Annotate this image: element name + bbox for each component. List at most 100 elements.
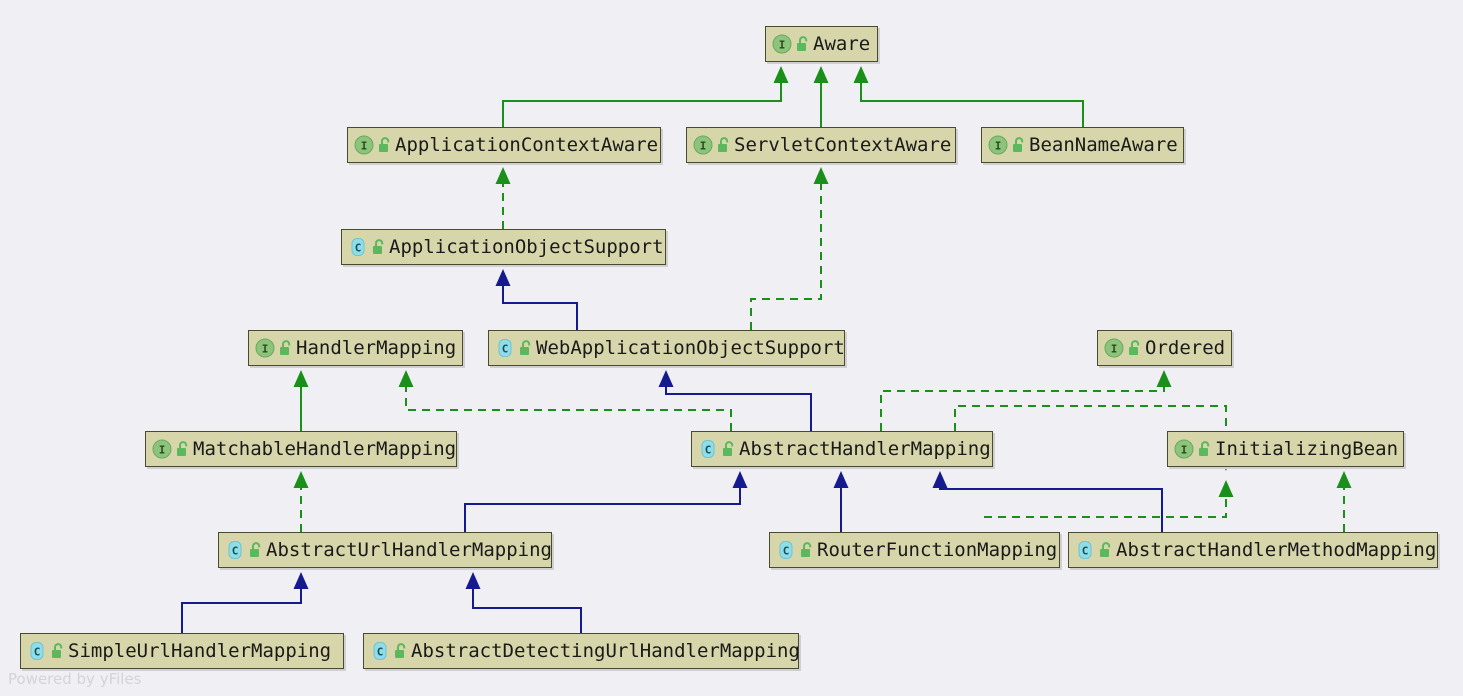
node-icon-group: I: [766, 34, 811, 54]
svg-text:C: C: [34, 646, 41, 659]
node-icon-group: I: [1098, 338, 1143, 358]
uml-node-beanNameAware[interactable]: I BeanNameAware: [981, 127, 1184, 163]
uml-node-initializingBean[interactable]: I InitializingBean: [1167, 431, 1404, 467]
unlocked-padlock-icon: [377, 136, 393, 154]
svg-text:I: I: [1181, 444, 1188, 457]
node-label: Ordered: [1145, 337, 1226, 359]
class-icon: C: [225, 540, 245, 560]
uml-node-webApplicationObjectSupport[interactable]: C WebApplicationObjectSupport: [488, 330, 845, 366]
node-label: AbstractDetectingUrlHandlerMapping: [411, 640, 799, 662]
interface-icon: I: [152, 439, 172, 459]
node-icon-group: I: [348, 135, 393, 155]
class-icon: C: [1075, 540, 1095, 560]
node-icon-group: I: [146, 439, 191, 459]
svg-text:C: C: [232, 545, 239, 558]
uml-node-ordered[interactable]: I Ordered: [1097, 330, 1232, 366]
unlocked-padlock-icon: [1197, 440, 1213, 458]
yfiles-watermark: Powered by yFiles: [8, 670, 142, 688]
node-label: AbstractHandlerMethodMapping: [1116, 539, 1437, 561]
edge-arrowhead: [293, 572, 309, 589]
uml-node-handlerMapping[interactable]: I HandlerMapping: [248, 330, 463, 366]
interface-icon: I: [772, 34, 792, 54]
node-icon-group: C: [1069, 540, 1114, 560]
unlocked-padlock-icon: [175, 440, 191, 458]
node-icon-group: C: [489, 338, 534, 358]
class-icon: C: [348, 237, 368, 257]
edge-arrowhead: [813, 167, 829, 184]
edge-arrowhead: [658, 370, 674, 387]
uml-node-aware[interactable]: I Aware: [765, 26, 878, 62]
uml-node-applicationContextAware[interactable]: I ApplicationContextAware: [347, 127, 661, 163]
unlocked-padlock-icon: [795, 35, 811, 53]
edge-abstractUrlHandlerMapping-to-abstractHandlerMapping: [464, 488, 741, 532]
uml-node-routerFunctionMapping[interactable]: C RouterFunctionMapping: [769, 532, 1060, 568]
unlocked-padlock-icon: [393, 642, 409, 660]
node-icon-group: C: [692, 439, 737, 459]
svg-text:I: I: [700, 140, 707, 153]
edge-abstractDetectingUrlHandlerMapping-to-abstractUrlHandlerMapping: [472, 589, 582, 633]
edge-arrowhead: [465, 572, 481, 589]
node-icon-group: C: [770, 540, 815, 560]
uml-node-abstractHandlerMethodMapping[interactable]: C AbstractHandlerMethodMapping: [1068, 532, 1438, 568]
unlocked-padlock-icon: [248, 541, 264, 559]
uml-node-simpleUrlHandlerMapping[interactable]: C SimpleUrlHandlerMapping: [20, 633, 344, 669]
node-icon-group: C: [364, 641, 409, 661]
node-label: ServletContextAware: [734, 134, 952, 156]
node-label: ApplicationContextAware: [395, 134, 659, 156]
uml-node-abstractHandlerMapping[interactable]: C AbstractHandlerMapping: [691, 431, 993, 467]
node-label: InitializingBean: [1215, 438, 1399, 460]
svg-text:I: I: [262, 343, 269, 356]
edge-arrowhead: [495, 167, 511, 184]
uml-node-abstractUrlHandlerMapping[interactable]: C AbstractUrlHandlerMapping: [218, 532, 552, 568]
svg-text:I: I: [159, 444, 166, 457]
edge-abstractHandlerMapping-to-webApplicationObjectSupport: [665, 387, 812, 431]
node-icon-group: C: [21, 641, 66, 661]
edge-arrowhead: [932, 471, 948, 488]
interface-icon: I: [693, 135, 713, 155]
edge-routerFunctionMapping-to-initializingBean: [984, 497, 1227, 518]
unlocked-padlock-icon: [1127, 339, 1143, 357]
edge-arrowhead: [293, 471, 309, 488]
svg-text:I: I: [1111, 343, 1118, 356]
node-icon-group: I: [249, 338, 294, 358]
edge-arrowhead: [732, 471, 748, 488]
interface-icon: I: [988, 135, 1008, 155]
edge-arrowhead: [293, 370, 309, 387]
unlocked-padlock-icon: [1098, 541, 1114, 559]
unlocked-padlock-icon: [716, 136, 732, 154]
unlocked-padlock-icon: [721, 440, 737, 458]
unlocked-padlock-icon: [50, 642, 66, 660]
node-icon-group: I: [1168, 439, 1213, 459]
svg-text:I: I: [779, 39, 786, 52]
node-label: Aware: [813, 33, 871, 55]
uml-node-servletContextAware[interactable]: I ServletContextAware: [686, 127, 956, 163]
node-icon-group: I: [687, 135, 732, 155]
edge-arrowhead: [833, 471, 849, 488]
svg-text:I: I: [995, 140, 1002, 153]
unlocked-padlock-icon: [371, 238, 387, 256]
edge-simpleUrlHandlerMapping-to-abstractUrlHandlerMapping: [181, 589, 302, 633]
uml-node-matchableHandlerMapping[interactable]: I MatchableHandlerMapping: [145, 431, 457, 467]
node-label: AbstractHandlerMapping: [739, 438, 991, 460]
uml-node-applicationObjectSupport[interactable]: C ApplicationObjectSupport: [341, 229, 666, 265]
svg-text:C: C: [705, 444, 712, 457]
edge-arrowhead: [1156, 370, 1172, 387]
interface-icon: I: [354, 135, 374, 155]
edge-abstractHandlerMethodMapping-to-abstractHandlerMapping: [939, 488, 1163, 532]
interface-icon: I: [1174, 439, 1194, 459]
edge-abstractHandlerMapping-to-ordered: [880, 387, 1165, 431]
node-label: BeanNameAware: [1029, 134, 1178, 156]
unlocked-padlock-icon: [278, 339, 294, 357]
uml-node-abstractDetectingUrlHandlerMapping[interactable]: C AbstractDetectingUrlHandlerMapping: [363, 633, 799, 669]
edge-beanNameAware-to-aware: [860, 83, 1084, 127]
edge-arrowhead: [1218, 480, 1234, 497]
interface-icon: I: [255, 338, 275, 358]
class-icon: C: [27, 641, 47, 661]
node-icon-group: C: [342, 237, 387, 257]
node-label: RouterFunctionMapping: [817, 539, 1058, 561]
svg-text:C: C: [502, 343, 509, 356]
edge-arrowhead: [813, 66, 829, 83]
edge-arrowhead: [1336, 471, 1352, 488]
unlocked-padlock-icon: [518, 339, 534, 357]
